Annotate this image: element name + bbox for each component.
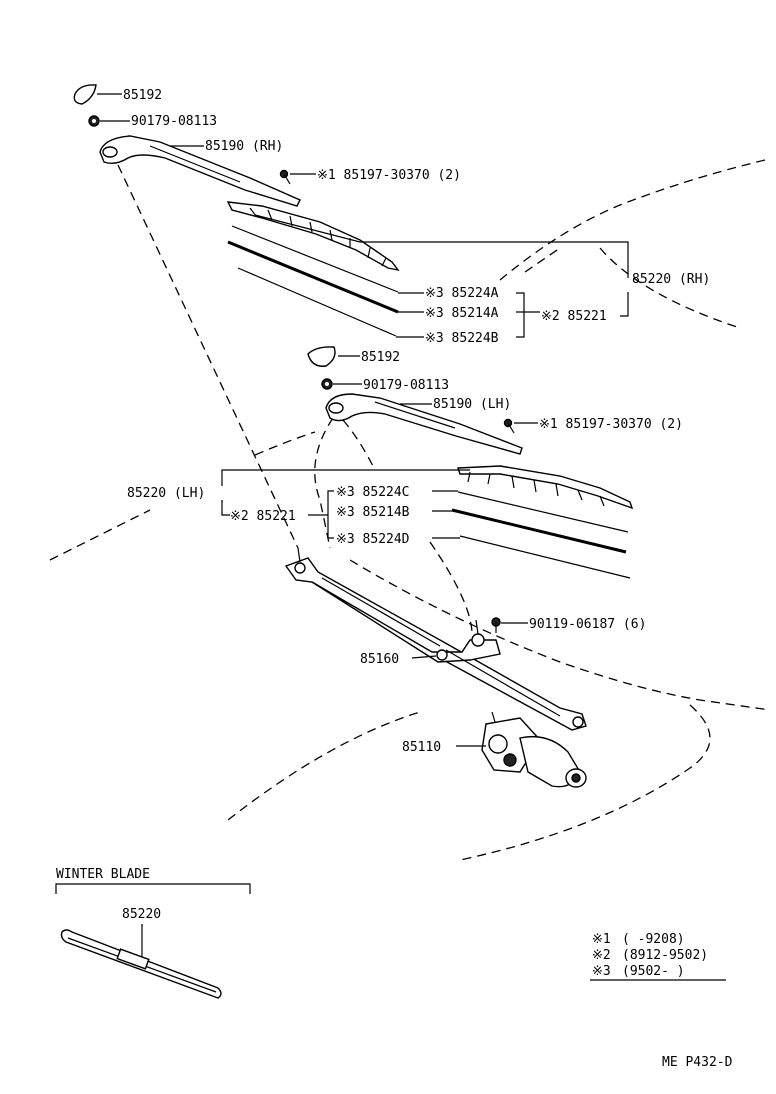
label-blade-assy-lh: 85220 (LH) (127, 486, 205, 501)
footnote-mark: ※3 (592, 964, 611, 979)
rubber-a-rh-icon (231, 225, 399, 293)
nut-lh-icon (321, 378, 333, 390)
winter-blade-icon (60, 929, 222, 999)
screw-rh-icon (279, 169, 291, 185)
footnote-range: (9502- ) (622, 964, 685, 979)
footnote-range: ( -9208) (622, 932, 685, 947)
label-nut-rh: 90179-08113 (131, 114, 217, 129)
label-blade-rh: ※2 85221 (541, 309, 607, 324)
rubber-b-rh-icon (237, 267, 397, 337)
figure-code: ME P432-D (662, 1055, 733, 1070)
vehicle-body-outline (49, 159, 771, 861)
backing-lh-icon (451, 508, 627, 554)
label-rubber-a-rh: ※3 85224A (425, 286, 499, 301)
label-blade-assy-rh: 85220 (RH) (632, 272, 710, 287)
wiper-arm-lh-icon (325, 393, 523, 455)
label-blade-lh: ※2 85221 (230, 509, 296, 524)
label-rubber-c-lh: ※3 85224C (336, 485, 410, 500)
label-link: 85160 (360, 652, 399, 667)
label-backing-lh: ※3 85214B (336, 505, 410, 520)
winter-blade-title: WINTER BLADE (56, 867, 150, 882)
rubber-c-lh-icon (457, 491, 629, 533)
wiper-blade-lh-icon (457, 465, 634, 510)
label-nut-lh: 90179-08113 (363, 378, 449, 393)
label-screw-lh: ※1 85197-30370 (2) (539, 417, 683, 432)
label-rubber-d-lh: ※3 85224D (336, 532, 410, 547)
label-bolt: 90119-06187 (6) (529, 617, 646, 632)
screw-lh-icon (503, 418, 515, 434)
footnote-table: ※1 ( -9208) ※2 (8912-9502) ※3 (9502- ) (590, 932, 726, 981)
footnote-mark: ※1 (592, 932, 611, 947)
label-cap-rh: 85192 (123, 88, 162, 103)
footnote-range: (8912-9502) (622, 948, 708, 963)
label-cap-lh: 85192 (361, 350, 400, 365)
label-motor: 85110 (402, 740, 441, 755)
footnote-mark: ※2 (592, 948, 611, 963)
wiper-arm-rh-icon (99, 135, 301, 207)
assembly-guide-lines (117, 164, 473, 633)
label-arm-lh: 85190 (LH) (433, 397, 511, 412)
bolt-icon (491, 617, 501, 633)
backing-rh-icon (227, 240, 399, 314)
cap-lh-icon (307, 346, 336, 367)
label-screw-rh: ※1 85197-30370 (2) (317, 168, 461, 183)
label-rubber-b-rh: ※3 85224B (425, 331, 499, 346)
rubber-d-lh-icon (459, 535, 631, 579)
nut-rh-icon (88, 115, 100, 127)
wiper-blade-rh-icon (226, 201, 400, 272)
wiper-motor-icon (481, 711, 587, 788)
wiper-link-icon (284, 547, 587, 731)
label-winter-blade: 85220 (122, 907, 161, 922)
label-arm-rh: 85190 (RH) (205, 139, 283, 154)
label-backing-rh: ※3 85214A (425, 306, 499, 321)
cap-rh-icon (73, 84, 97, 105)
